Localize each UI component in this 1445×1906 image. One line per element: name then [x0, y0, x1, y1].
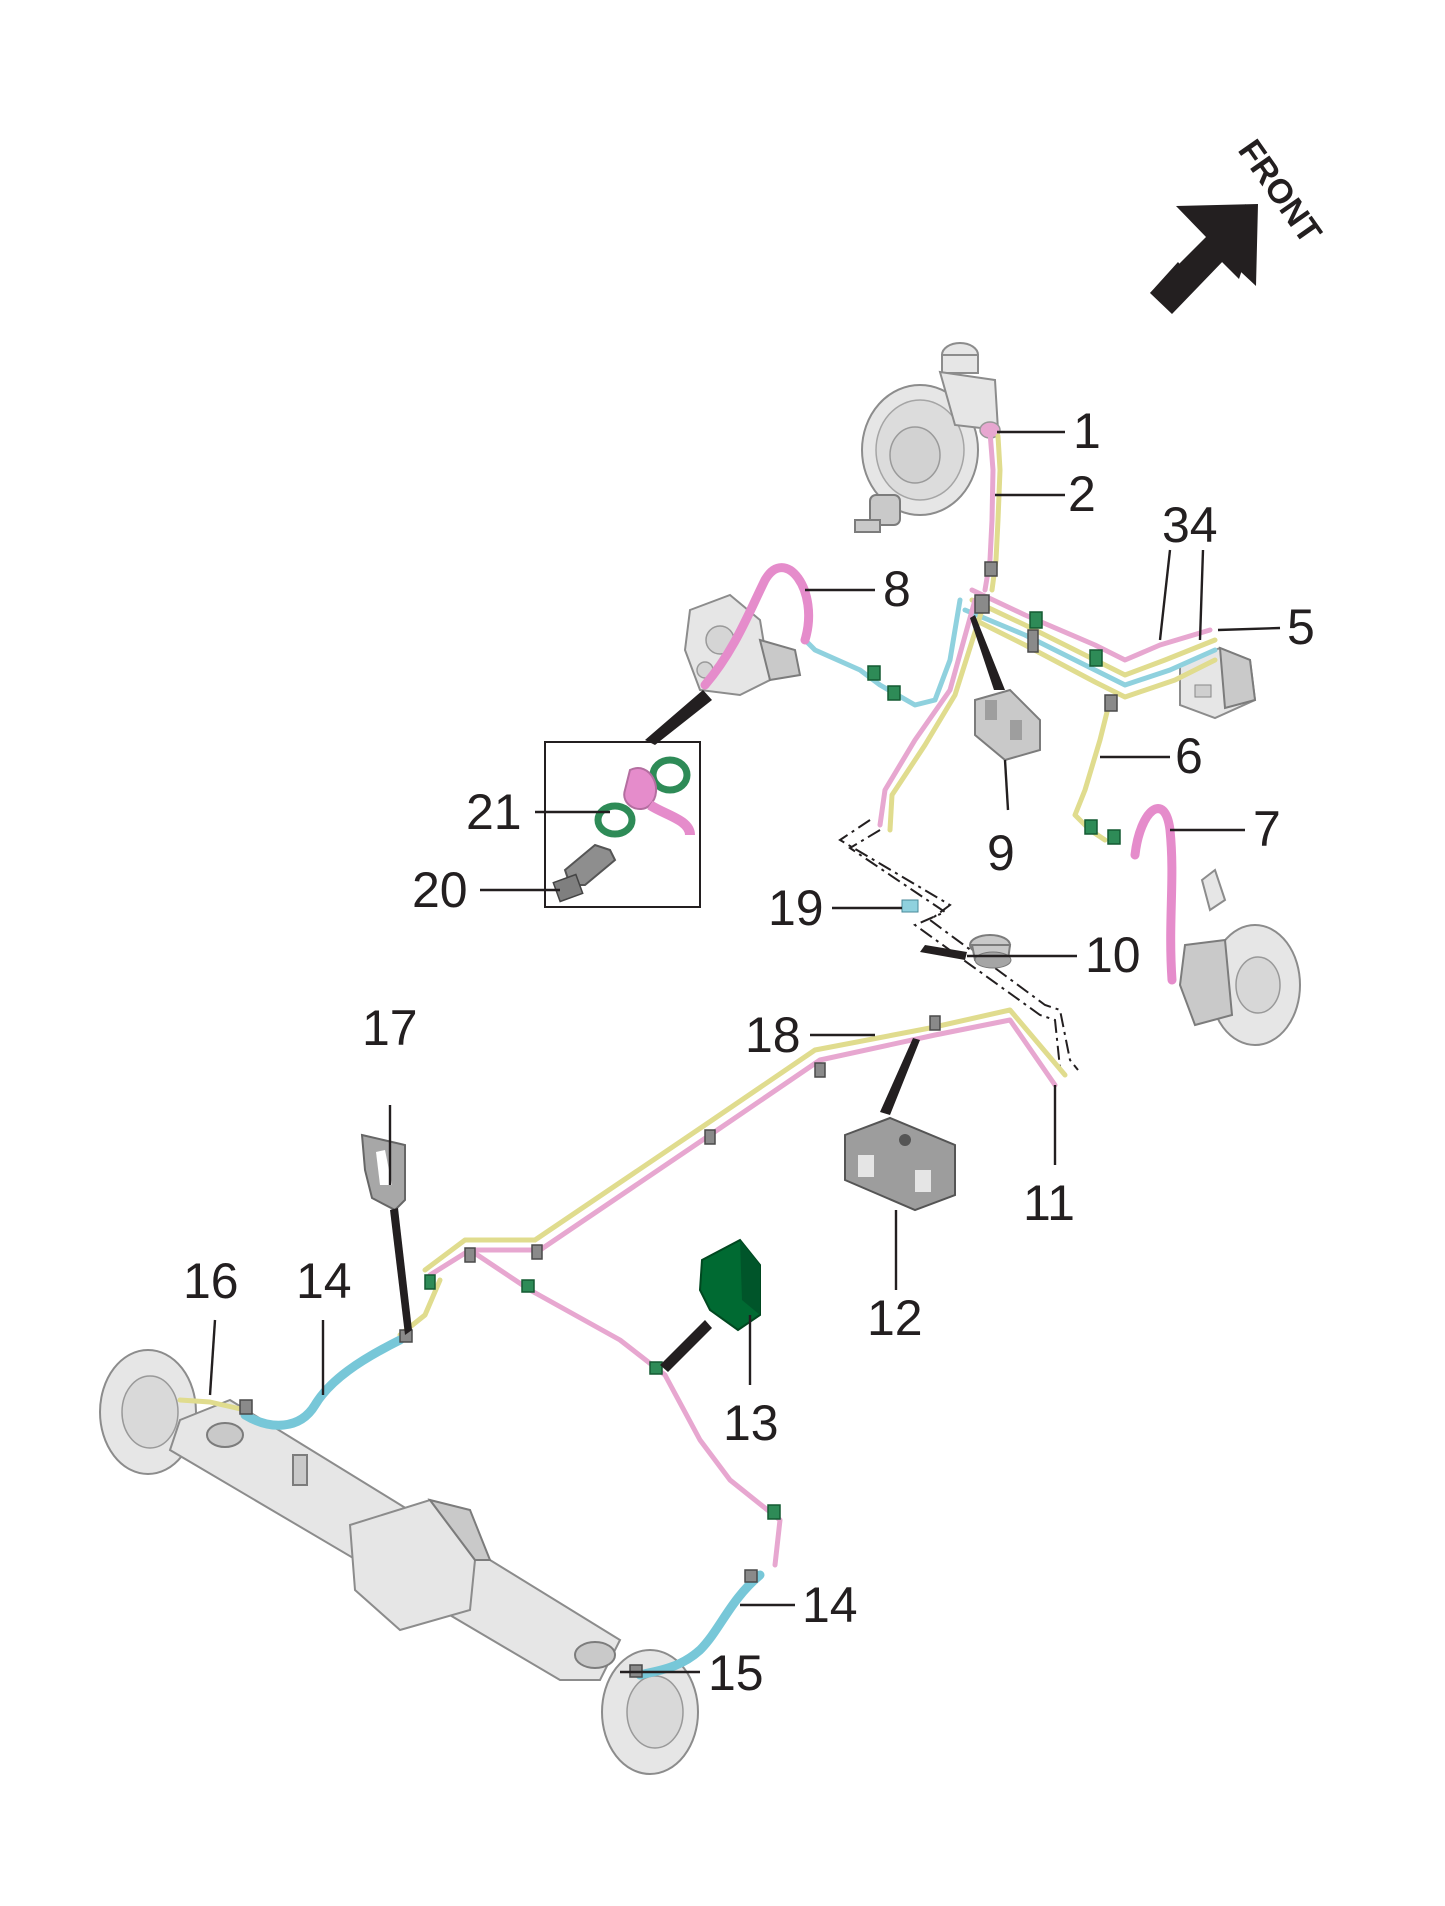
part-17-plate [360, 1133, 406, 1212]
callout-labels: 1 2 34 5 6 7 8 9 10 11 12 13 14 14 15 16… [183, 403, 1315, 1701]
leader-lines [208, 430, 1281, 1674]
callout-1: 1 [1073, 403, 1101, 459]
callout-2: 2 [1068, 466, 1096, 522]
pointer-arrows [390, 615, 1005, 1372]
part-12-clip-block [844, 1116, 956, 1212]
callout-14-rear-right: 14 [802, 1577, 858, 1633]
part-13-green-clip [698, 1238, 761, 1332]
parts-20-21-detail-box [544, 741, 701, 908]
callout-19: 19 [768, 880, 824, 936]
callout-7: 7 [1253, 801, 1281, 857]
callout-5: 5 [1287, 599, 1315, 655]
front-left-caliper [683, 593, 802, 697]
callout-13: 13 [723, 1395, 779, 1451]
front-direction-arrow: FRONT [1150, 133, 1329, 314]
callout-16: 16 [183, 1253, 239, 1309]
rear-axle [99, 1349, 699, 1775]
callout-6: 6 [1175, 728, 1203, 784]
callout-10: 10 [1085, 927, 1141, 983]
callout-20: 20 [412, 862, 468, 918]
callout-21: 21 [466, 784, 522, 840]
brake-booster [854, 342, 1001, 533]
part-10-grommet [969, 934, 1012, 969]
callout-18: 18 [745, 1007, 801, 1063]
callout-17: 17 [362, 1000, 418, 1056]
callout-8: 8 [883, 561, 911, 617]
callout-11: 11 [1023, 1175, 1075, 1231]
front-right-brake-assembly [1178, 868, 1301, 1046]
part-9-bracket [974, 688, 1041, 762]
callout-34: 34 [1162, 497, 1218, 553]
callout-14-rear-left: 14 [296, 1253, 352, 1309]
callout-12: 12 [867, 1290, 923, 1346]
callout-15: 15 [708, 1645, 764, 1701]
callout-9: 9 [987, 825, 1015, 881]
